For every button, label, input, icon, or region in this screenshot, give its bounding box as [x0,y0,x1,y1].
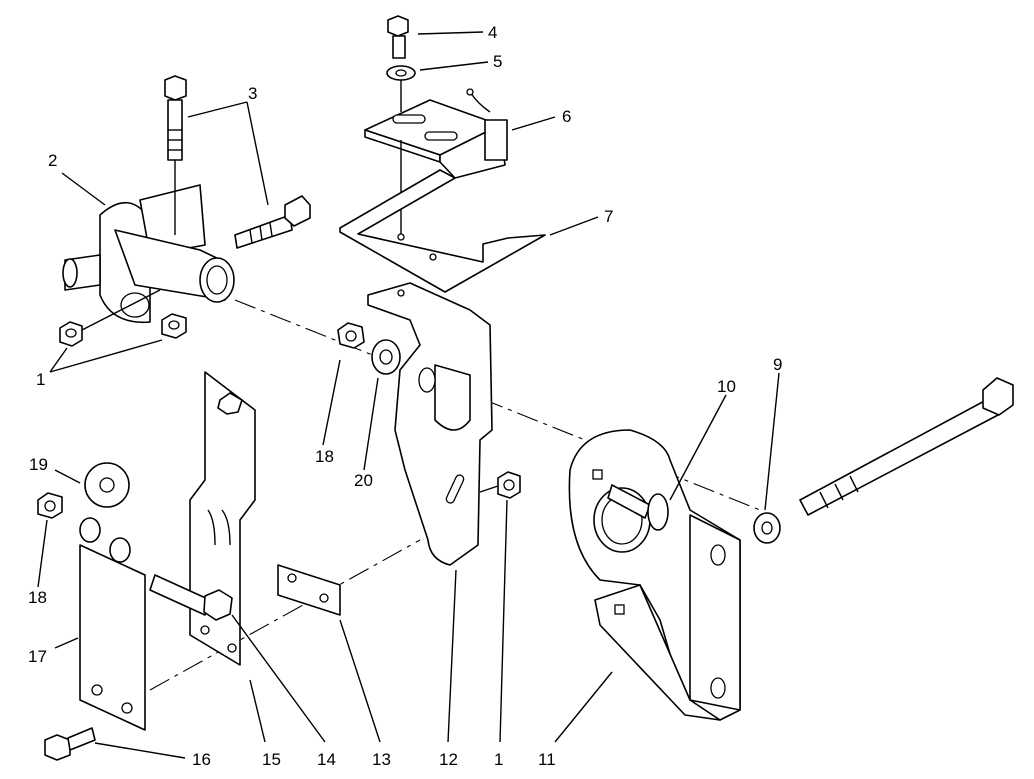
part-4-screw [387,15,409,59]
part-13-plate [277,564,341,616]
callout-1-left: 1 [36,370,45,389]
part-14-bolt [149,574,233,621]
assembly-axis-line-lower [149,539,421,691]
part-20-washer [371,339,401,375]
callout-16: 16 [192,750,211,769]
callout-12: 12 [439,750,458,769]
callout-2: 2 [48,151,57,170]
part-7-plate [339,169,546,293]
part-15-vertical-bracket [189,371,256,666]
part-11-side-plate [568,429,741,721]
part-1-nut-left-b [161,313,187,339]
callout-labels: 2 3 4 5 6 7 1 18 20 19 18 17 16 15 14 13… [28,23,782,769]
part-6-switch-assembly [364,88,508,179]
part-10-carriage-bolt [607,484,669,531]
callout-19: 19 [29,455,48,474]
callout-7: 7 [604,207,613,226]
part-1-nut-left-a [59,321,83,347]
part-3-bolt-vertical [164,75,187,235]
callout-18-left: 18 [28,588,47,607]
part-5-washer [386,65,416,81]
callout-18-center: 18 [315,447,334,466]
callout-10: 10 [717,377,736,396]
part-19-roller [84,462,130,508]
part-17-plate [79,517,146,731]
part-16-bolt [44,727,96,761]
part-18-nut-left [37,492,63,519]
callout-14: 14 [317,750,336,769]
callout-6: 6 [562,107,571,126]
callout-20: 20 [354,471,373,490]
part-18-nut-center [337,322,365,349]
callout-17: 17 [28,647,47,666]
callout-1-bottom: 1 [494,750,503,769]
callout-4: 4 [488,23,497,42]
leader-lines [37,31,780,759]
callout-3: 3 [248,84,257,103]
callout-9: 9 [773,355,782,374]
part-2-pivot-bracket [62,184,235,324]
callout-5: 5 [493,52,502,71]
part-12-main-bracket [367,282,493,566]
callout-11: 11 [538,750,556,769]
part-1-nut-right [497,471,521,499]
part-3-bolt-horizontal [234,195,311,249]
part-long-bolt [799,377,1014,516]
callout-15: 15 [262,750,281,769]
part-9-washer [753,512,781,544]
callout-13: 13 [372,750,391,769]
